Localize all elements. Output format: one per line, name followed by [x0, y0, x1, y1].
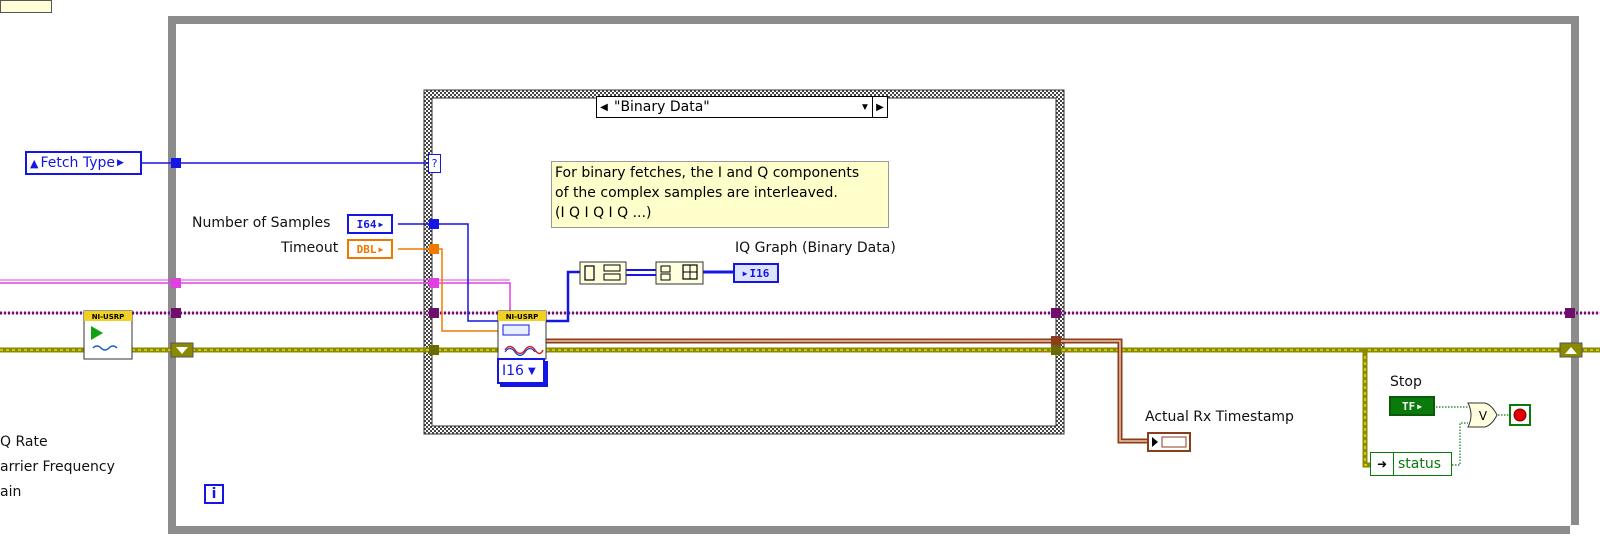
- comment-note: For binary fetches, the I and Q componen…: [551, 161, 889, 228]
- boolean-wires: [1436, 406, 1510, 466]
- timeout-terminal[interactable]: DBL ▶: [347, 239, 393, 259]
- svg-text:NI-USRP: NI-USRP: [506, 313, 539, 321]
- timestamp-wire: [545, 338, 1148, 444]
- i64-tag: I64: [356, 217, 377, 231]
- case-structure-frame[interactable]: [423, 89, 1065, 435]
- status-label: status: [1398, 456, 1442, 472]
- ring-value: I16: [502, 363, 524, 379]
- partial-control-box: [0, 0, 52, 13]
- terminal-arrow-icon: ▶: [1417, 401, 1423, 411]
- data-type-ring[interactable]: I16 ▼: [497, 358, 545, 384]
- decimate-array-fn[interactable]: [579, 261, 627, 285]
- terminal-arrow-icon: ▶: [742, 268, 748, 278]
- status-unbundle[interactable]: ➜ status: [1370, 452, 1452, 476]
- fetch-type-arrow-icon: ▶: [117, 158, 124, 168]
- actual-rx-timestamp-label: Actual Rx Timestamp: [1145, 409, 1294, 425]
- arrow-right-icon: ➜: [1371, 453, 1394, 475]
- data-wire: [545, 269, 733, 323]
- tunnels: [171, 158, 1575, 355]
- shift-register-left: [170, 342, 194, 358]
- svg-text:NI-USRP: NI-USRP: [92, 313, 125, 321]
- svg-text:V: V: [1479, 409, 1488, 423]
- number-of-samples-terminal[interactable]: I64 ▶: [347, 214, 393, 234]
- case-prev-icon[interactable]: ◀: [600, 101, 608, 113]
- case-selector-terminal[interactable]: ?: [428, 154, 441, 173]
- niusrp-initiate-vi[interactable]: NI-USRP: [83, 310, 133, 360]
- loop-stop-terminal[interactable]: [1509, 404, 1531, 426]
- fetch-type-control[interactable]: ▲ Fetch Type ▶: [25, 151, 142, 175]
- dbl-tag: DBL: [356, 242, 377, 256]
- fetch-type-glyph: ▲: [30, 156, 39, 170]
- iq-rate-partial-label: Q Rate: [0, 434, 48, 450]
- gain-partial-label: ain: [0, 484, 22, 500]
- i16-tag: I16: [749, 266, 770, 280]
- comment-line: For binary fetches, the I and Q componen…: [555, 165, 860, 181]
- iq-graph-label: IQ Graph (Binary Data): [735, 240, 896, 256]
- while-loop-frame[interactable]: [168, 16, 1582, 535]
- number-of-samples-label: Number of Samples: [192, 215, 331, 231]
- carrier-frequency-partial-label: arrier Frequency: [0, 459, 115, 475]
- case-dropdown-icon[interactable]: ▼: [860, 101, 870, 113]
- case-selector-value: "Binary Data": [614, 99, 710, 115]
- or-function[interactable]: V: [1467, 402, 1498, 428]
- terminal-arrow-icon: ▶: [378, 219, 384, 229]
- fetch-type-label: Fetch Type: [40, 155, 116, 171]
- iq-graph-terminal[interactable]: ▶ I16: [733, 263, 779, 283]
- samples-wire: [398, 223, 498, 322]
- build-complex-fn[interactable]: [655, 261, 704, 285]
- niusrp-fetch-vi[interactable]: NI-USRP: [497, 310, 547, 360]
- shift-register-right: [1559, 342, 1583, 358]
- terminal-arrow-icon: ▶: [378, 244, 384, 254]
- timeout-wire: [398, 248, 498, 332]
- comment-line: (I Q I Q I Q ...): [555, 205, 652, 221]
- timeout-label: Timeout: [281, 240, 339, 256]
- stop-label: Stop: [1390, 374, 1422, 390]
- comment-line: of the complex samples are interleaved.: [555, 185, 838, 201]
- error-cluster-wire: [0, 347, 1600, 468]
- case-next-icon[interactable]: ▶: [872, 97, 887, 117]
- chevron-down-icon: ▼: [527, 365, 536, 377]
- timestamp-indicator[interactable]: [1147, 432, 1191, 452]
- tf-tag: TF: [1401, 399, 1416, 413]
- stop-button-terminal[interactable]: TF ▶: [1389, 396, 1435, 416]
- iteration-terminal[interactable]: i: [204, 484, 224, 504]
- session-wire-upper: [0, 279, 511, 311]
- case-selector[interactable]: ◀ "Binary Data" ▼ ▶: [596, 96, 888, 118]
